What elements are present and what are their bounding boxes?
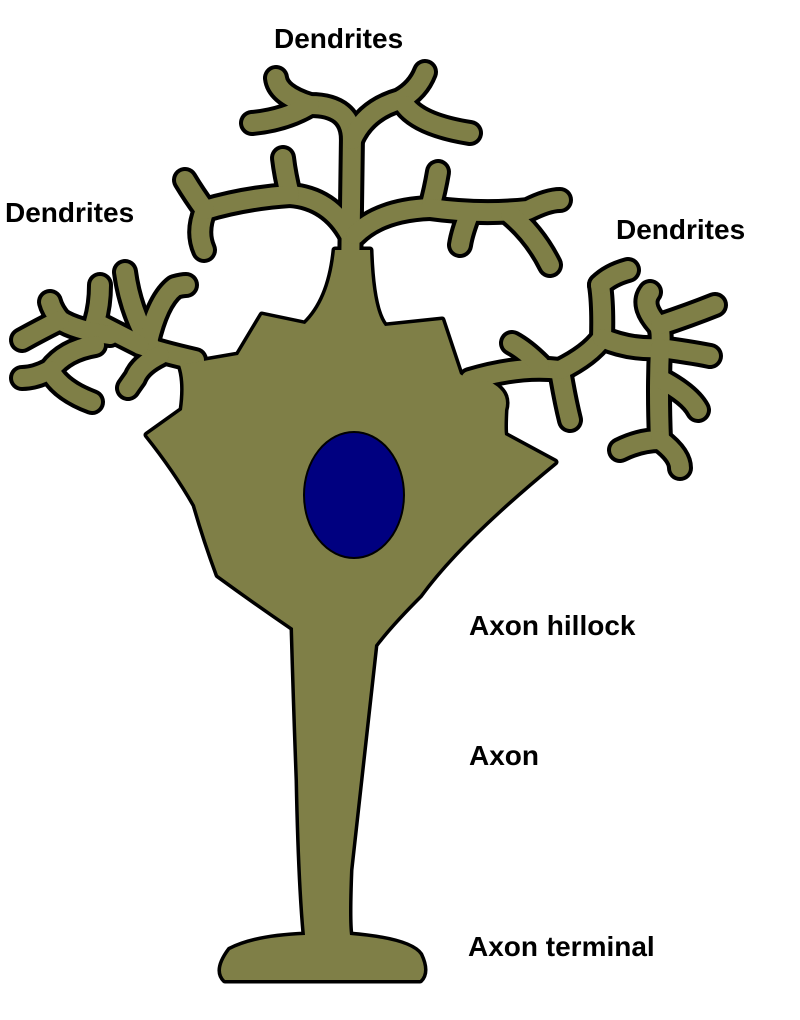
label-axon-terminal: Axon terminal: [468, 931, 655, 962]
label-dendrites-top: Dendrites: [274, 23, 404, 54]
nucleus: [303, 431, 405, 559]
label-dendrites-right: Dendrites: [616, 214, 746, 245]
label-dendrites-left: Dendrites: [5, 197, 135, 228]
label-axon-hillock: Axon hillock: [469, 610, 636, 641]
label-axon: Axon: [469, 740, 539, 771]
dendrites-fill: [13, 63, 724, 477]
cell-body: [147, 250, 555, 980]
